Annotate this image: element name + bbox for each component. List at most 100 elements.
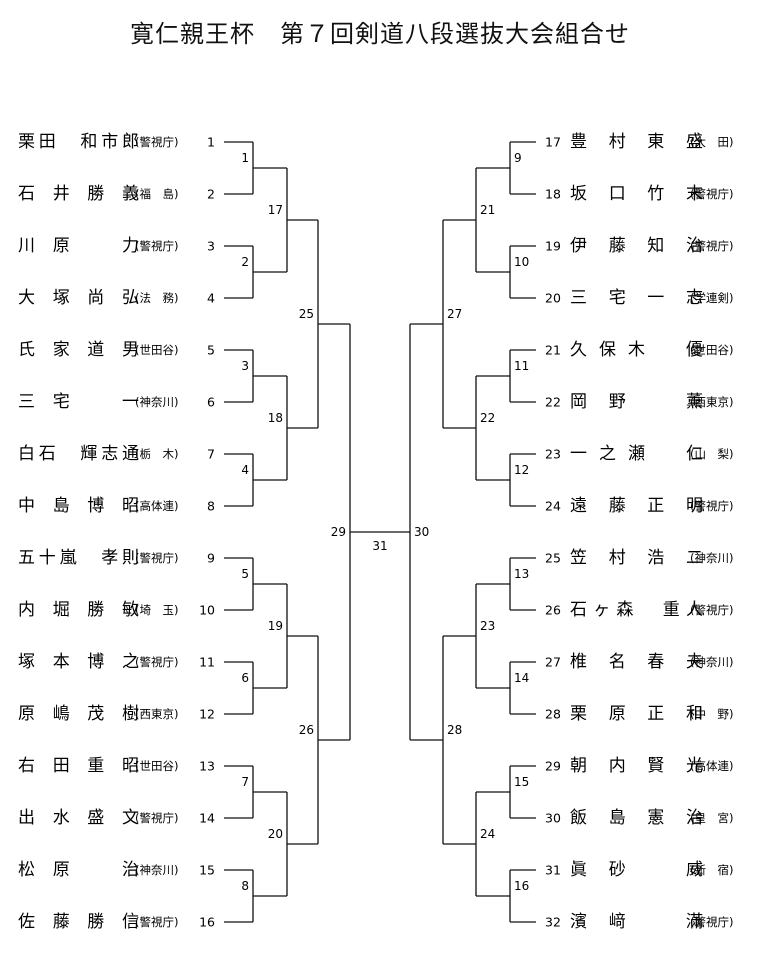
- player-affiliation: (神奈川): [135, 863, 178, 877]
- match-number: 3: [241, 359, 249, 373]
- player-name: 白石 輝志通: [18, 444, 139, 464]
- seed-number: 1: [207, 135, 215, 150]
- match-number: 11: [514, 359, 529, 373]
- player-affiliation: (警視庁): [135, 551, 178, 565]
- player-name: 出水盛文: [18, 808, 139, 828]
- player-name: 伊藤知治: [570, 236, 703, 256]
- seed-number: 3: [207, 239, 215, 254]
- player-affiliation: (山 梨): [690, 447, 733, 461]
- match-number: 5: [241, 567, 249, 581]
- match-number: 22: [480, 411, 495, 425]
- seed-number: 8: [207, 499, 215, 514]
- seed-number: 28: [545, 707, 561, 722]
- player-name: 氏家道男: [18, 340, 139, 360]
- seed-number: 4: [207, 291, 215, 306]
- player-affiliation: (警視庁): [690, 187, 733, 201]
- match-number: 15: [514, 775, 529, 789]
- player-affiliation: (世田谷): [135, 759, 178, 773]
- match-number: 21: [480, 203, 495, 217]
- final-match-number: 31: [372, 539, 387, 553]
- player-affiliation: (大 田): [690, 135, 733, 149]
- player-affiliation: (西東京): [690, 395, 733, 409]
- player-name: 椎名春夫: [570, 652, 703, 672]
- seed-number: 14: [199, 811, 215, 826]
- player-affiliation: (栃 木): [135, 447, 178, 461]
- player-affiliation: (西東京): [135, 707, 178, 721]
- player-name: 眞砂 威: [570, 860, 703, 880]
- match-number: 12: [514, 463, 529, 477]
- player-affiliation: (中 野): [690, 707, 733, 721]
- player-affiliation: (警視庁): [135, 239, 178, 253]
- player-name: 一之瀬 仁: [570, 444, 703, 464]
- player-name: 石ヶ森 重人: [570, 600, 703, 620]
- player-affiliation: (警視庁): [135, 915, 178, 929]
- seed-number: 6: [207, 395, 215, 410]
- player-affiliation: (警視庁): [690, 915, 733, 929]
- player-affiliation: (神奈川): [690, 551, 733, 565]
- player-affiliation: (法 務): [135, 291, 178, 305]
- player-name: 原嶋茂樹: [18, 704, 139, 724]
- player-name: 豊村東盛: [570, 132, 703, 152]
- player-name: 坂口竹末: [570, 184, 703, 204]
- player-name: 五十嵐 孝則: [18, 548, 139, 568]
- seed-number: 22: [545, 395, 561, 410]
- player-name: 濱﨑 滿: [570, 912, 703, 932]
- player-affiliation: (神奈川): [690, 655, 733, 669]
- seed-number: 23: [545, 447, 561, 462]
- seed-number: 12: [199, 707, 215, 722]
- seed-number: 11: [199, 655, 215, 670]
- match-number: 28: [447, 723, 462, 737]
- seed-number: 32: [545, 915, 561, 930]
- player-name: 久保木 優: [570, 340, 703, 360]
- player-affiliation: (高体連): [690, 759, 733, 773]
- match-number: 30: [414, 525, 429, 539]
- match-number: 1: [241, 151, 249, 165]
- player-name: 川原 力: [18, 236, 139, 256]
- match-number: 27: [447, 307, 462, 321]
- player-name: 右田重昭: [18, 756, 139, 776]
- seed-number: 5: [207, 343, 215, 358]
- match-number: 13: [514, 567, 529, 581]
- player-affiliation: (世田谷): [135, 343, 178, 357]
- player-name: 石井勝義: [18, 184, 139, 204]
- match-number: 24: [480, 827, 495, 841]
- player-name: 飯島憲治: [570, 807, 703, 828]
- player-name: 岡野 薫: [570, 392, 703, 412]
- player-name: 笠村浩二: [570, 548, 703, 568]
- seed-number: 13: [199, 759, 215, 774]
- match-number: 18: [268, 411, 283, 425]
- player-name: 塚本博之: [18, 652, 139, 672]
- seed-number: 10: [199, 603, 215, 618]
- player-name: 遠藤正明: [570, 496, 703, 516]
- player-name: 朝内賢光: [570, 756, 703, 776]
- seed-number: 29: [545, 759, 561, 774]
- match-number: 8: [241, 879, 249, 893]
- match-number: 7: [241, 775, 249, 789]
- player-affiliation: (警視庁): [690, 499, 733, 513]
- seed-number: 17: [545, 135, 561, 150]
- seed-number: 7: [207, 447, 215, 462]
- player-affiliation: (警視庁): [690, 603, 733, 617]
- seed-number: 16: [199, 915, 215, 930]
- player-name: 三宅一志: [570, 288, 703, 308]
- player-affiliation: (新 宿): [690, 863, 733, 877]
- seed-number: 30: [545, 811, 561, 826]
- match-number: 29: [331, 525, 346, 539]
- player-name: 三宅 一: [18, 392, 139, 412]
- seed-number: 18: [545, 187, 561, 202]
- player-name: 中島博昭: [18, 496, 139, 516]
- match-number: 23: [480, 619, 495, 633]
- seed-number: 27: [545, 655, 561, 670]
- player-affiliation: (皇 宮): [690, 811, 733, 825]
- seed-number: 31: [545, 863, 561, 878]
- match-number: 16: [514, 879, 529, 893]
- match-number: 2: [241, 255, 249, 269]
- seed-number: 2: [207, 187, 215, 202]
- seed-number: 25: [545, 551, 561, 566]
- player-name: 佐藤勝信: [18, 912, 139, 932]
- player-affiliation: (世田谷): [690, 343, 733, 357]
- player-affiliation: (福 島): [135, 187, 178, 201]
- player-affiliation: (高体連): [135, 499, 178, 513]
- match-number: 25: [299, 307, 314, 321]
